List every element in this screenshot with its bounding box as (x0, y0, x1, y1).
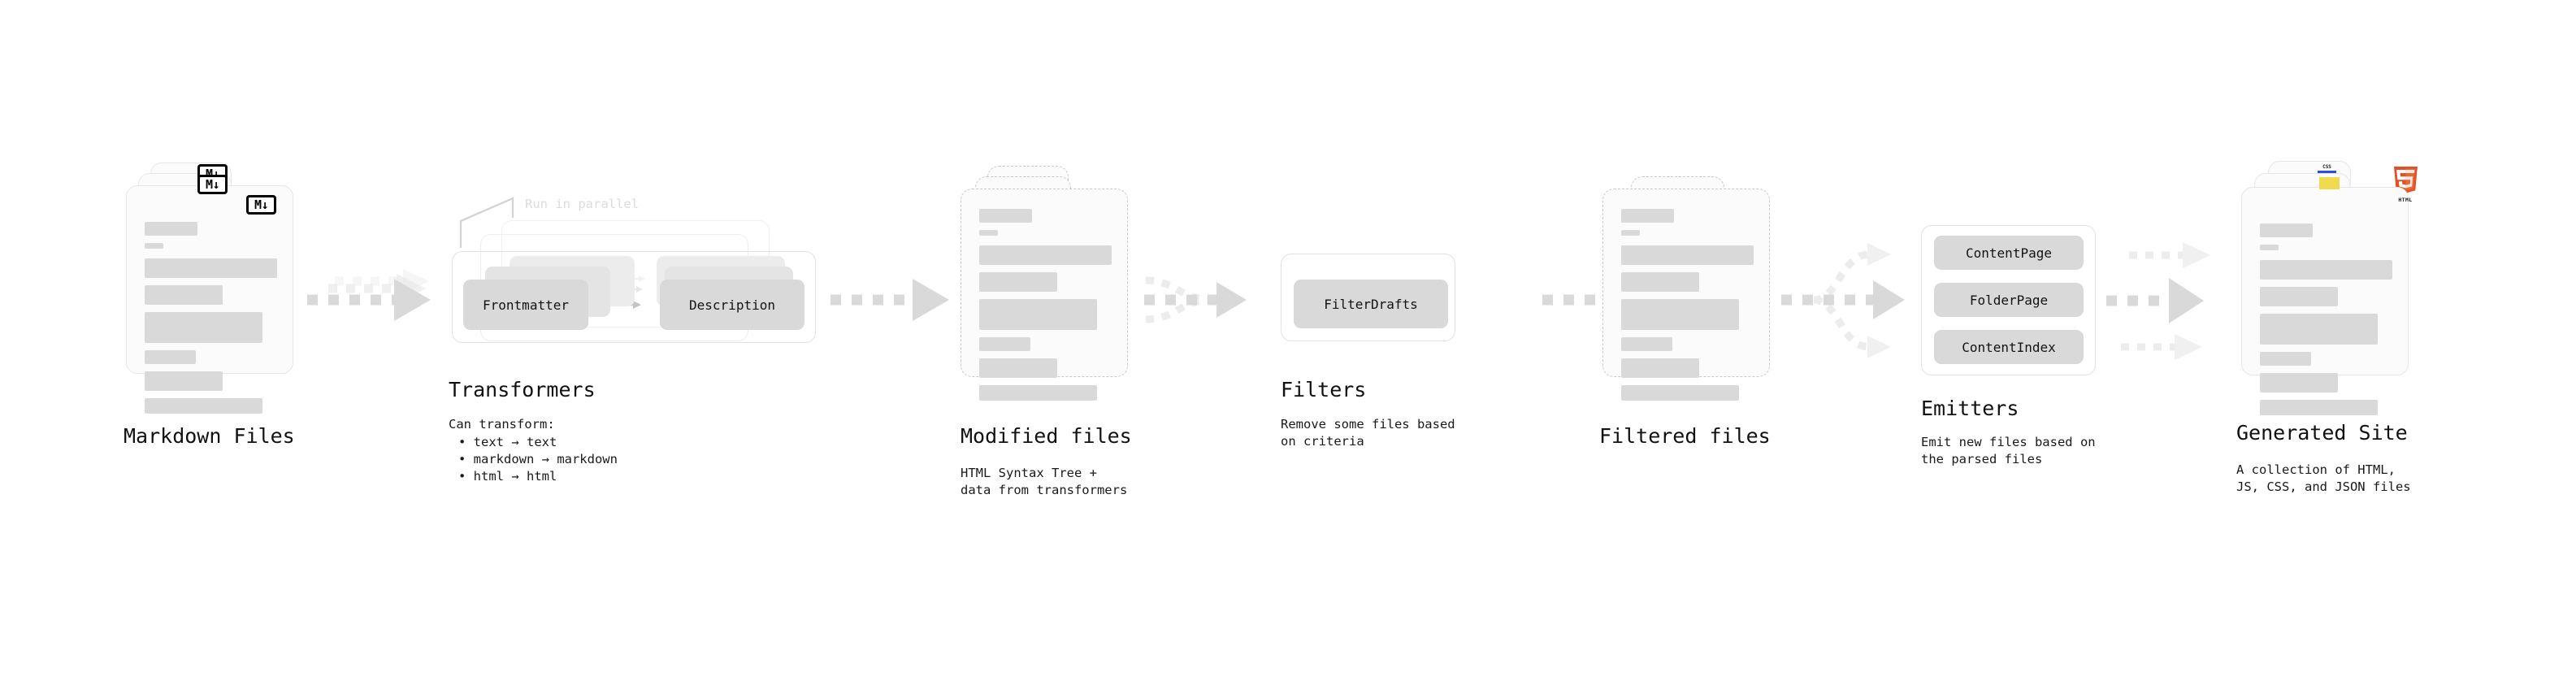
doc-line (979, 230, 998, 236)
doc-line (1621, 358, 1699, 378)
doc-line (979, 299, 1097, 330)
markdown-badge-back-1: M↓ (197, 175, 228, 194)
transformers-bullets: • text → text • markdown → markdown • ht… (449, 434, 618, 485)
filters-box (1281, 254, 1455, 341)
filters-title: Filters (1281, 378, 1367, 401)
doc-line (145, 350, 196, 364)
transformer-pill-description[interactable]: Description (660, 280, 804, 330)
arrow-modified-to-filters (1144, 276, 1247, 323)
filter-pill-filterdrafts[interactable]: FilterDrafts (1294, 280, 1448, 328)
generated-site-title: Generated Site (2236, 421, 2408, 445)
modified-card-front (961, 189, 1128, 401)
filters-subtitle: Remove some files based on criteria (1281, 417, 1455, 449)
modified-files-title: Modified files (961, 424, 1132, 448)
doc-line (2260, 287, 2338, 306)
doc-line (2260, 245, 2279, 250)
doc-line (2260, 314, 2378, 345)
emitter-pill-contentindex[interactable]: ContentIndex (1934, 330, 2084, 364)
doc-line (145, 285, 223, 305)
generated-site-subtitle: A collection of HTML, JS, CSS, and JSON … (2236, 462, 2411, 494)
transformers-bullet-0: • text → text (458, 435, 557, 449)
run-in-parallel-annotation: Run in parallel (525, 197, 639, 211)
doc-line (979, 272, 1057, 292)
transformers-box (452, 251, 816, 343)
markdown-badge-front: M↓ (246, 195, 276, 215)
transformers-bullet-1: • markdown → markdown (458, 452, 618, 466)
doc-line (1621, 230, 1640, 236)
modified-files-subtitle: HTML Syntax Tree + data from transformer… (961, 466, 1128, 497)
doc-line (1621, 385, 1739, 401)
arrow-markdown-to-transformers (307, 269, 431, 321)
doc-line (979, 245, 1112, 265)
filtered-files-title: Filtered files (1599, 424, 1771, 448)
emitters-subtitle: Emit new files based on the parsed files (1921, 435, 2096, 466)
doc-line (2260, 373, 2338, 393)
filtered-card-front (1602, 189, 1770, 401)
html5-badge-icon: HTML (2392, 197, 2418, 203)
doc-line (2260, 260, 2392, 280)
emitter-pill-contentpage[interactable]: ContentPage (1934, 236, 2084, 270)
doc-line (979, 358, 1057, 378)
arrow-transformers-to-modified (830, 279, 949, 321)
markdown-files-title: Markdown Files (124, 424, 295, 448)
transformers-title: Transformers (449, 378, 596, 401)
arrow-emitters-to-site (2106, 242, 2210, 360)
markdown-card-lines (145, 222, 277, 421)
doc-line (2260, 352, 2311, 366)
transformer-pill-frontmatter[interactable]: Frontmatter (463, 280, 588, 330)
markdown-card-front (126, 185, 293, 414)
doc-line (1621, 272, 1699, 292)
transformers-bullet-2: • html → html (458, 469, 557, 484)
html5-badge-label: HTML (2398, 197, 2413, 203)
css-badge-bar (2318, 171, 2336, 173)
doc-line (145, 371, 223, 391)
doc-line (145, 243, 163, 249)
doc-line (1621, 337, 1672, 351)
doc-line (145, 222, 197, 236)
doc-line (979, 337, 1030, 351)
css-badge-icon: CSS (2318, 165, 2336, 174)
doc-line (145, 398, 262, 414)
filtered-card-lines (1621, 209, 1754, 408)
doc-line (1621, 209, 1674, 223)
doc-line (1621, 299, 1739, 330)
arrow-filtered-to-emitters (1781, 243, 1905, 358)
doc-line (979, 385, 1097, 401)
emitter-pill-folderpage[interactable]: FolderPage (1934, 283, 2084, 317)
doc-line (979, 209, 1032, 223)
emitters-title: Emitters (1921, 397, 2019, 420)
transformers-subtitle: Can transform: (449, 417, 555, 432)
emitters-box (1921, 225, 2096, 375)
css-badge-label: CSS (2322, 164, 2331, 170)
doc-line (2260, 400, 2378, 415)
js-badge-icon (2319, 177, 2340, 189)
doc-line (2260, 223, 2313, 237)
generated-card-lines (2260, 223, 2392, 423)
doc-line (145, 312, 262, 343)
generated-card-front (2241, 187, 2409, 415)
doc-line (145, 258, 277, 278)
modified-card-lines (979, 209, 1112, 408)
doc-line (1621, 245, 1754, 265)
